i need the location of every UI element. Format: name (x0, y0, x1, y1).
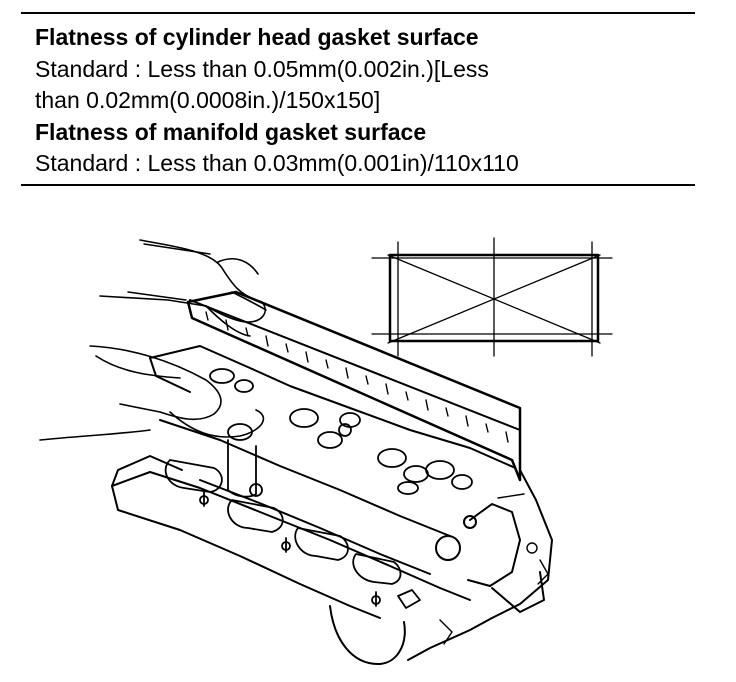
manifold-heading: Flatness of manifold gasket surface (35, 118, 427, 145)
port-3c (403, 465, 429, 483)
port-1b (234, 379, 254, 393)
head-top-outline (149, 345, 521, 471)
head-front-outline (111, 471, 471, 601)
head-deck-line (159, 419, 451, 537)
straight-edge-ticks (205, 311, 509, 443)
bottom-rule (21, 184, 695, 186)
port-2c (317, 431, 343, 449)
cylinder-head-standard-line2: than 0.02mm(0.0008in.)/150x150] (35, 87, 381, 113)
flange-4 (352, 553, 402, 585)
bolt-boss-2 (338, 423, 352, 437)
top-rule (21, 12, 695, 14)
hands (39, 239, 267, 441)
head-right-side (407, 469, 553, 661)
port-2b (289, 408, 319, 428)
port-4b (451, 474, 473, 490)
cylinder-head-heading: Flatness of cylinder head gasket surface (35, 24, 479, 50)
upper-hand-thumb (217, 258, 259, 275)
head-bottom-curve (329, 605, 406, 665)
flange-3 (294, 527, 349, 561)
head-lower-edge (111, 485, 381, 619)
right-lower-boss (526, 542, 538, 554)
upper-hand-fingers (205, 291, 267, 337)
cylinder-head-standard-line1: Standard : Less than 0.05mm(0.002in.)[Le… (35, 55, 489, 82)
lower-hand-fingers (169, 409, 265, 438)
port-1a (209, 368, 235, 384)
cylinder-head-flatness-illustration (39, 237, 613, 665)
manifold-flanges (164, 459, 421, 609)
head-left-edge (111, 455, 183, 487)
lower-hand (89, 345, 222, 421)
right-end-boss (467, 503, 521, 587)
right-end-hole (435, 535, 461, 561)
lower-wrist (39, 429, 151, 441)
measurement-pattern-diagram (371, 237, 613, 357)
cylinder-head (111, 345, 553, 665)
flange-2 (227, 499, 284, 533)
port-4c (397, 481, 419, 495)
port-3b (377, 448, 407, 468)
bolt-boss-1 (249, 483, 263, 497)
pattern-diagonal-2 (387, 254, 601, 344)
straight-edge-body (186, 290, 522, 482)
combustion-chambers (209, 368, 473, 498)
arm-line (95, 355, 181, 379)
manifold-standard: Standard : Less than 0.03mm(0.001in)/110… (35, 150, 519, 176)
specification-block: Flatness of cylinder head gasket surface… (35, 22, 715, 180)
right-end-bracket (491, 571, 545, 613)
port-4a (425, 460, 455, 480)
misc-details (127, 243, 549, 645)
bottom-port (397, 589, 421, 609)
right-end-hole-small (463, 515, 477, 529)
upper-hand (99, 239, 266, 323)
flange-1 (164, 459, 223, 493)
